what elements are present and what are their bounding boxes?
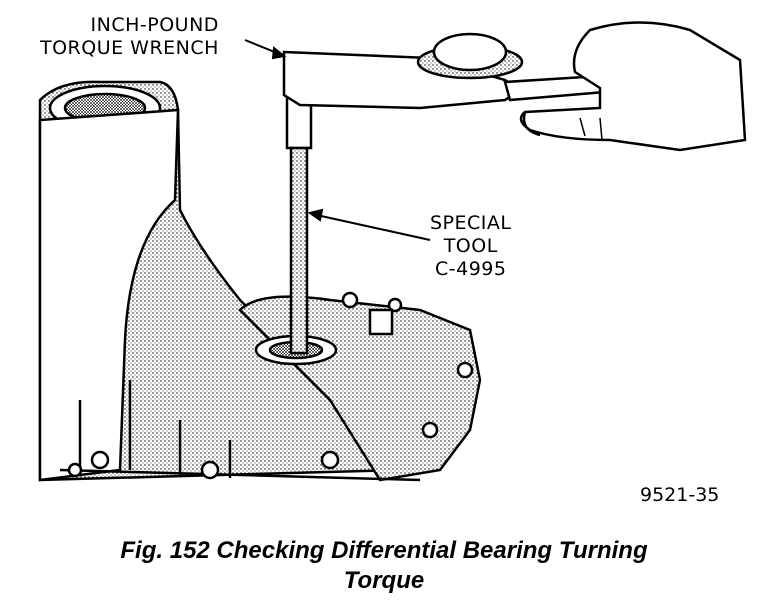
transaxle-illustration bbox=[38, 21, 747, 482]
transaxle-case bbox=[38, 80, 482, 482]
torque-wrench-label: INCH-POUND TORQUE WRENCH bbox=[40, 14, 219, 60]
hand-illustration bbox=[519, 21, 747, 152]
special-tool-label-line3: C-4995 bbox=[435, 258, 507, 280]
figure-number: 9521-35 bbox=[640, 484, 720, 506]
torque-wrench-label-line2: TORQUE WRENCH bbox=[40, 37, 219, 59]
torque-wrench bbox=[282, 32, 607, 110]
torque-wrench-label-line1: INCH-POUND bbox=[90, 14, 219, 36]
caption-line2: Torque bbox=[343, 567, 425, 594]
special-tool-label: SPECIAL TOOL C-4995 bbox=[430, 212, 511, 281]
leader-lines bbox=[244, 39, 431, 241]
special-tool-label-line1: SPECIAL bbox=[430, 212, 512, 234]
caption-line1: Fig. 152 Checking Differential Bearing T… bbox=[120, 537, 648, 564]
figure-caption: Fig. 152 Checking Differential Bearing T… bbox=[0, 536, 768, 596]
special-tool-shaft bbox=[285, 96, 313, 355]
special-tool-label-line2: TOOL bbox=[443, 235, 498, 257]
